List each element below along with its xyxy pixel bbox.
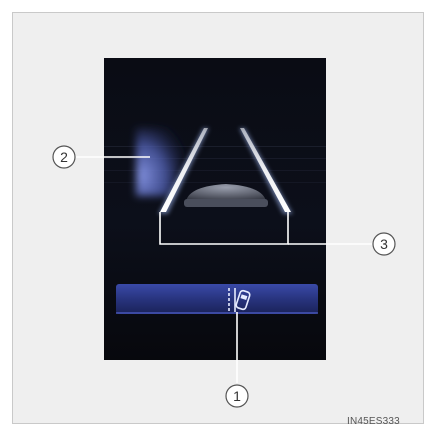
callout-1: 1 — [226, 385, 248, 407]
figure-code: IN45ES333 — [347, 416, 400, 427]
callout-3: 3 — [373, 233, 395, 255]
indicator-bar — [116, 284, 318, 314]
callout-2-number: 2 — [60, 149, 68, 165]
callout-3-number: 3 — [380, 236, 388, 252]
callout-2: 2 — [53, 146, 75, 168]
display-panel — [104, 58, 326, 360]
callout-1-number: 1 — [233, 388, 241, 404]
